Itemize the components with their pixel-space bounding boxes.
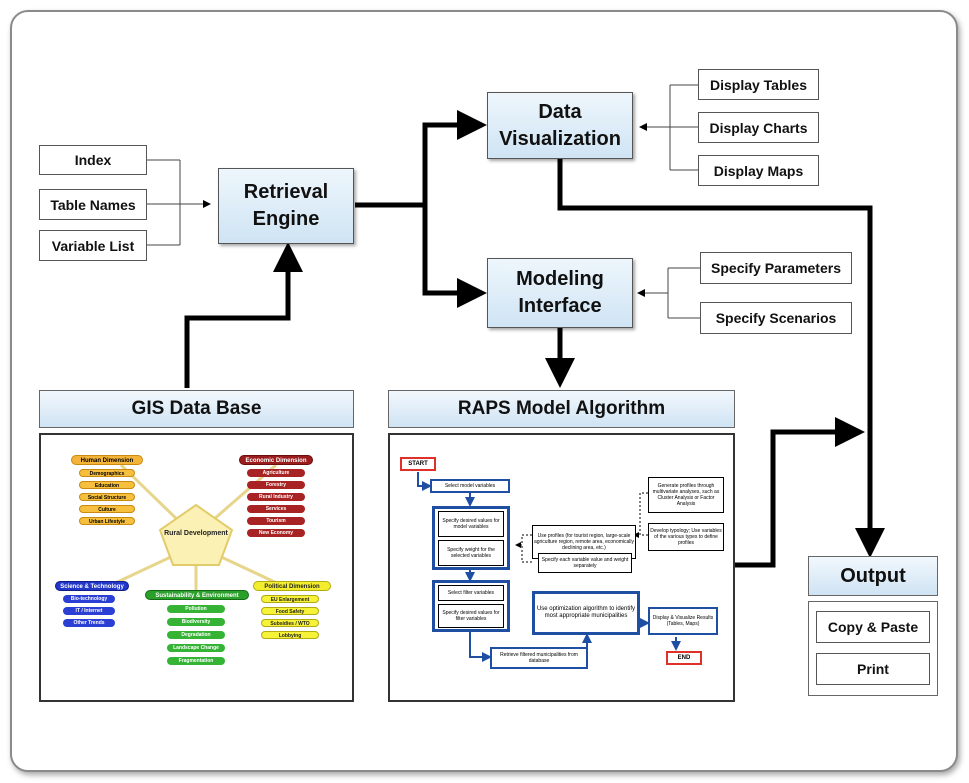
- display-tables-box: Display Tables: [698, 69, 819, 100]
- rural-development-label: Rural Development: [164, 530, 228, 537]
- human-item: Urban Lifestyle: [79, 517, 135, 525]
- copy-paste-box: Copy & Paste: [816, 611, 930, 643]
- economic-item: Agriculture: [247, 469, 305, 477]
- flow-retrieve-filtered: Retrieve filtered municipalities from da…: [490, 647, 588, 669]
- specify-scenarios-box: Specify Scenarios: [700, 302, 852, 334]
- environment-item: Landscape Change: [167, 644, 225, 652]
- science-item: IT / Internet: [63, 607, 115, 615]
- raps-panel: START Select model variables Specify des…: [388, 433, 735, 702]
- display-maps-box: Display Maps: [698, 155, 819, 186]
- flow-select-model: Select model variables: [430, 479, 510, 493]
- flow-end: END: [666, 651, 702, 665]
- flow-filter-group: [432, 580, 510, 632]
- economic-dimension-title: Economic Dimension: [239, 455, 313, 465]
- political-item: Lobbying: [261, 631, 319, 639]
- table-names-box: Table Names: [39, 189, 147, 220]
- specify-parameters-box: Specify Parameters: [700, 252, 852, 284]
- flow-specify-desired-filter: Specify desired values for filter variab…: [438, 604, 504, 628]
- human-dimension-title: Human Dimension: [71, 455, 143, 465]
- human-item: Culture: [79, 505, 135, 513]
- environment-item: Biodiversity: [167, 618, 225, 626]
- flow-develop-typology: Develop typology; Use variables of the v…: [648, 523, 724, 551]
- human-item: Education: [79, 481, 135, 489]
- economic-item: New Economy: [247, 529, 305, 537]
- output-title: Output: [808, 556, 938, 596]
- political-item: Subsidies / WTO: [261, 619, 319, 627]
- political-dimension-title: Political Dimension: [253, 581, 331, 591]
- economic-item: Services: [247, 505, 305, 513]
- gis-title: GIS Data Base: [39, 390, 354, 428]
- flow-generate-profiles: Generate profiles through multivariate a…: [648, 477, 724, 513]
- rural-development-pentagon: [158, 503, 234, 566]
- environment-item: Pollution: [167, 605, 225, 613]
- science-item: Other Trends: [63, 619, 115, 627]
- science-item: Bio-technology: [63, 595, 115, 603]
- human-item: Demographics: [79, 469, 135, 477]
- flow-start: START: [400, 457, 436, 471]
- flow-model-group: [432, 506, 510, 570]
- environment-item: Degradation: [167, 631, 225, 639]
- data-visualization-box: Data Visualization: [487, 92, 633, 159]
- flow-specify-desired-model: Specify desired values for model variabl…: [438, 511, 504, 537]
- raps-title: RAPS Model Algorithm: [388, 390, 735, 428]
- environment-title: Sustainability & Environment: [145, 590, 249, 600]
- science-technology-title: Science & Technology: [55, 581, 129, 591]
- print-box: Print: [816, 653, 930, 685]
- human-item: Social Structure: [79, 493, 135, 501]
- flow-specify-each: Specify each variable value and weight s…: [538, 553, 632, 573]
- gis-panel: Rural Development Human Dimension Demogr…: [39, 433, 354, 702]
- political-item: EU Enlargement: [261, 595, 319, 603]
- flow-display-visualize: Display & Visualize Results (Tables, Map…: [648, 607, 718, 635]
- variable-list-box: Variable List: [39, 230, 147, 261]
- economic-item: Rural Industry: [247, 493, 305, 501]
- flow-select-filter: Select filter variables: [438, 585, 504, 601]
- flow-optimization: Use optimization algorithm to identify m…: [532, 591, 640, 635]
- economic-item: Tourism: [247, 517, 305, 525]
- flow-specify-weight: Specify weight for the selected variable…: [438, 540, 504, 566]
- environment-item: Fragmentation: [167, 657, 225, 665]
- display-charts-box: Display Charts: [698, 112, 819, 143]
- political-item: Food Safety: [261, 607, 319, 615]
- retrieval-engine-box: Retrieval Engine: [218, 168, 354, 244]
- output-panel: Copy & Paste Print: [808, 601, 938, 696]
- flowchart-lines: [417, 472, 681, 662]
- modeling-interface-box: Modeling Interface: [487, 258, 633, 328]
- index-box: Index: [39, 145, 147, 175]
- economic-item: Forestry: [247, 481, 305, 489]
